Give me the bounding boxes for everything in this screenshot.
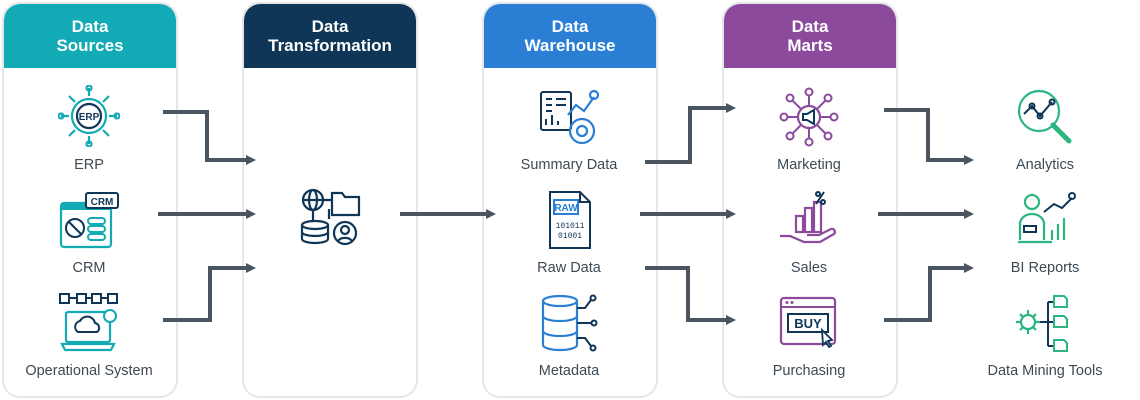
operational-system-icon: [58, 292, 120, 359]
label-analytics: Analytics: [1015, 157, 1075, 173]
summary-data-icon: [538, 87, 600, 154]
svg-text:01001: 01001: [558, 232, 582, 241]
column-header-data-sources: Data Sources: [4, 4, 176, 68]
column-header-data-marts: Data Marts: [724, 4, 896, 68]
purchasing-icon: BUY: [778, 292, 840, 359]
label-summary-data: Summary Data: [520, 157, 618, 173]
label-marketing: Marketing: [777, 157, 841, 173]
raw-icon-text: RAW: [554, 203, 578, 214]
arrow-summary-to-marts: [645, 103, 736, 164]
erp-icon-text: ERP: [79, 112, 100, 123]
data-mining-tools-icon: [1014, 292, 1076, 359]
arrow-marketing-to-analytics: [884, 108, 974, 165]
label-metadata: Metadata: [538, 363, 600, 379]
analytics-icon: [1014, 86, 1076, 153]
crm-icon: CRM: [58, 191, 120, 258]
column-header-data-transformation: Data Transformation: [244, 4, 416, 68]
svg-text:101011: 101011: [556, 222, 585, 231]
label-sales: Sales: [790, 260, 828, 276]
column-title: Data Sources: [56, 17, 124, 55]
buy-icon-text: BUY: [794, 316, 822, 331]
label-raw-data: Raw Data: [537, 260, 601, 276]
label-purchasing: Purchasing: [772, 363, 846, 379]
arrow-raw-to-purchasing: [645, 266, 736, 325]
label-crm: CRM: [72, 260, 106, 276]
column-data-marts: Data Marts: [722, 2, 898, 398]
column-header-data-warehouse: Data Warehouse: [484, 4, 656, 68]
raw-data-icon: RAW 101011 01001: [538, 190, 600, 257]
label-erp: ERP: [74, 157, 104, 173]
label-bi-reports: BI Reports: [1010, 260, 1080, 276]
arrow-os-to-transformation: [163, 263, 256, 322]
label-operational-system: Operational System: [25, 363, 153, 379]
column-title: Data Transformation: [268, 17, 392, 55]
sales-icon: [778, 190, 840, 257]
column-title: Data Marts: [787, 17, 833, 55]
metadata-icon: [538, 292, 600, 359]
marketing-icon: [778, 86, 840, 153]
erp-icon: ERP: [57, 84, 121, 152]
bi-reports-icon: [1014, 190, 1076, 257]
arrow-erp-to-transformation: [163, 110, 256, 165]
data-transformation-icon: [299, 187, 361, 254]
crm-icon-text: CRM: [91, 197, 114, 208]
arrow-purchasing-to-bi: [884, 263, 974, 322]
column-title: Data Warehouse: [524, 17, 616, 55]
label-data-mining-tools: Data Mining Tools: [987, 363, 1103, 379]
